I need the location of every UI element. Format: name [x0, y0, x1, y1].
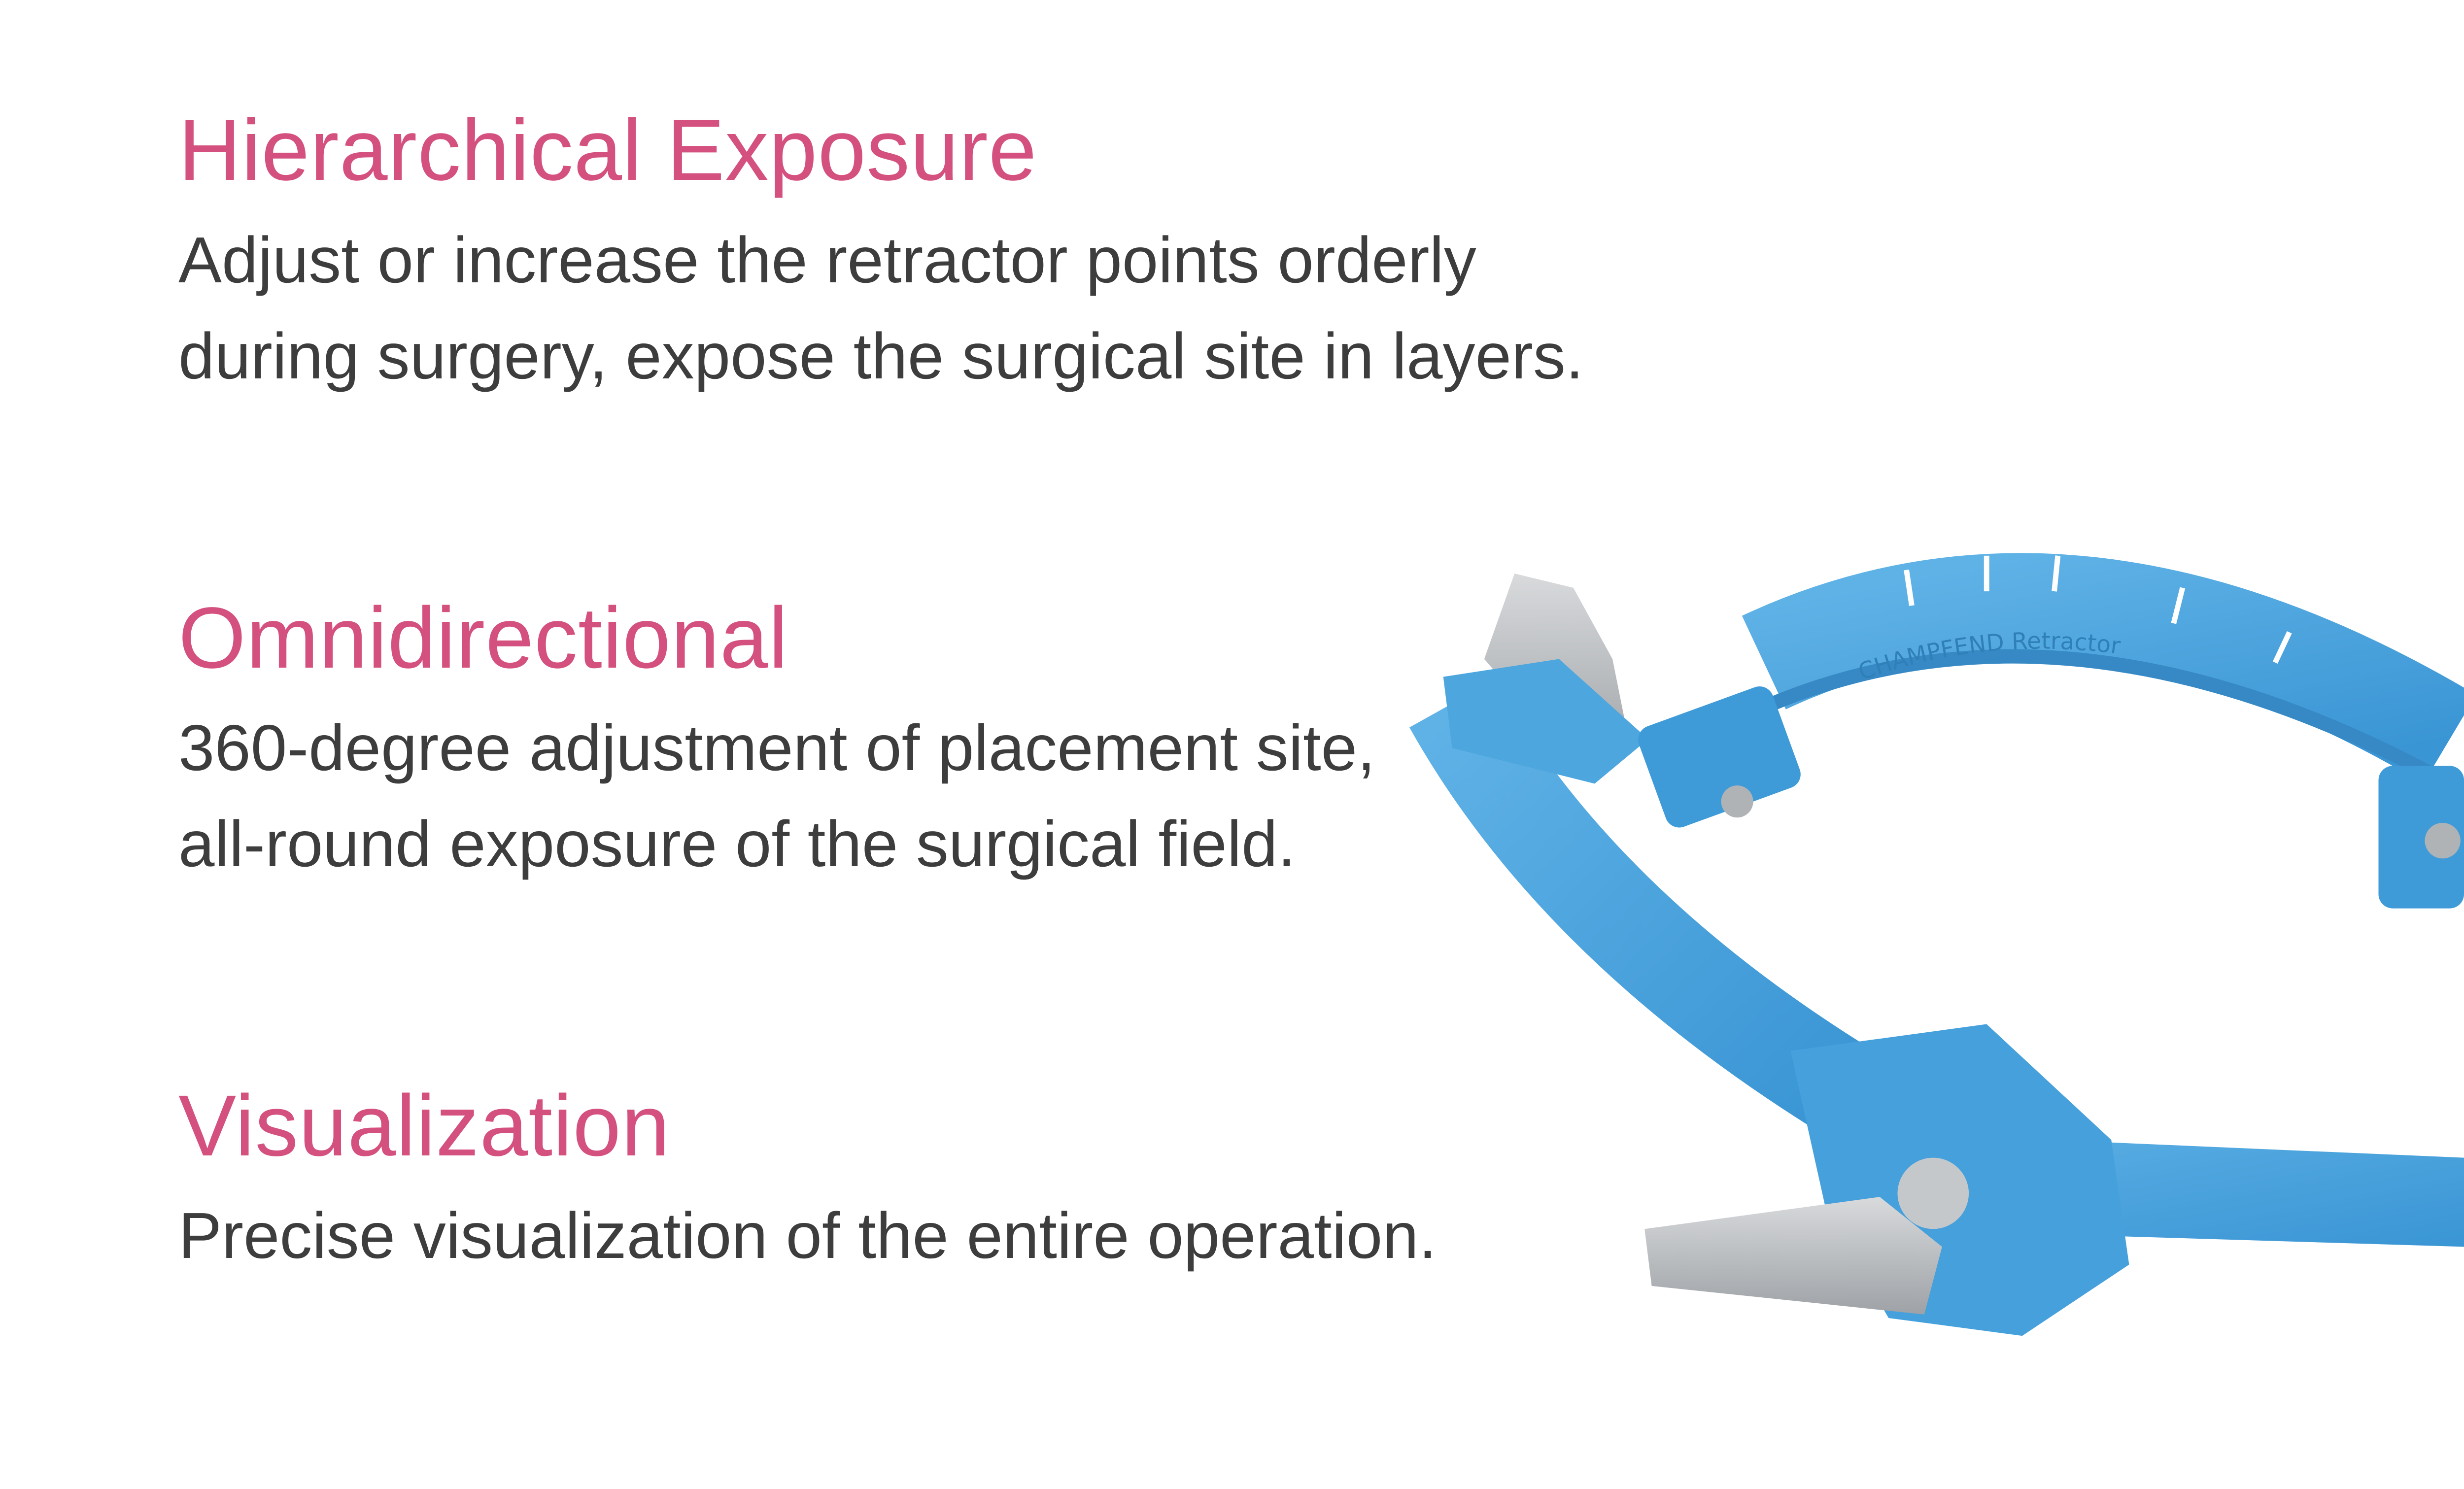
arc-band-top	[1742, 553, 2464, 784]
arc-slots	[1904, 555, 2292, 664]
arm-left-head	[1443, 659, 1648, 784]
hinge-right	[2378, 766, 2464, 909]
hinge-lower-pin	[1897, 1157, 1969, 1229]
description-line: during surgery, expose the surgical site…	[178, 320, 1584, 392]
feature-visualization: Visualization Precise visualization of t…	[178, 1074, 1437, 1284]
description-line: Adjust or increase the retractor points …	[178, 224, 1476, 296]
arc-band-edge	[1770, 649, 2454, 790]
hinge-top	[1638, 686, 1801, 828]
hinge-right-pin	[2425, 823, 2461, 859]
model-marking: Retractor	[2011, 628, 2122, 660]
feature-omnidirectional: Omnidirectional 360-degree adjustment of…	[178, 586, 1375, 892]
hinge-top-pin	[1721, 785, 1753, 818]
feature-description: Precise visualization of the entire oper…	[178, 1187, 1437, 1284]
description-line: all-round exposure of the surgical field…	[178, 808, 1296, 880]
feature-title: Omnidirectional	[178, 590, 788, 686]
feature-title: Hierarchical Exposure	[178, 102, 1037, 199]
feature-description: Adjust or increase the retractor points …	[178, 212, 1584, 404]
retractor-product-image: CHAMPFEND Retractor	[1409, 553, 2464, 1336]
arm-left	[1409, 679, 1879, 1137]
feature-description: 360-degree adjustment of placement site,…	[178, 700, 1375, 892]
description-line: 360-degree adjustment of placement site,	[178, 711, 1375, 784]
blade-lower	[1644, 1197, 1942, 1315]
feature-title: Visualization	[178, 1078, 670, 1174]
description-line: Precise visualization of the entire oper…	[178, 1199, 1437, 1272]
feature-hierarchical-exposure: Hierarchical Exposure Adjust or increase…	[178, 99, 1584, 404]
